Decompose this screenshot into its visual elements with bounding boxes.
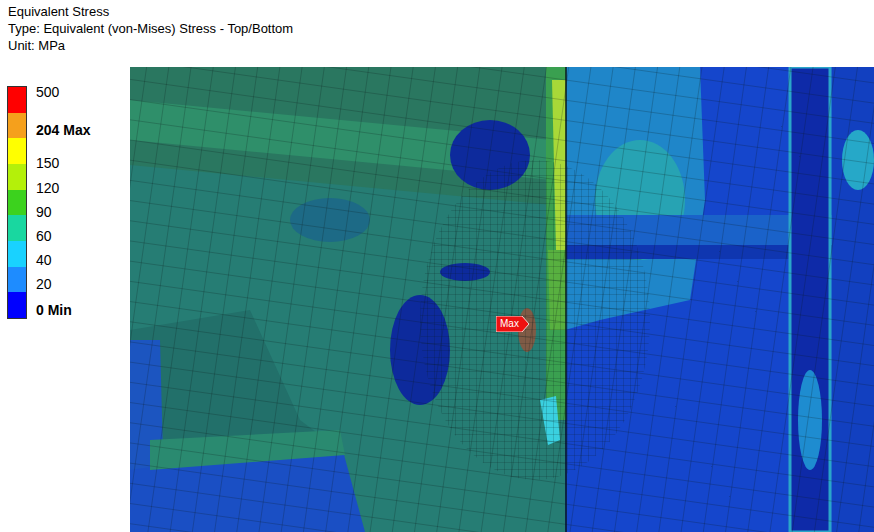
legend-value: 90 — [36, 204, 52, 220]
legend-swatch — [8, 292, 26, 318]
legend-swatch — [8, 138, 26, 164]
legend-swatch — [8, 164, 26, 190]
plot-label: Unit: MPa — [8, 38, 65, 53]
plot-label: Type: Equivalent (von-Mises) Stress - To… — [8, 21, 293, 36]
legend-swatch — [8, 87, 26, 113]
legend-swatch — [8, 267, 26, 293]
plot-title: Equivalent Stress — [8, 4, 109, 19]
legend-border — [7, 86, 27, 319]
legend-swatch — [8, 215, 26, 241]
legend-value: 0 Min — [36, 302, 72, 318]
legend-value: 204 Max — [36, 122, 90, 138]
max-probe-tag: Max — [496, 316, 529, 332]
legend-value: 20 — [36, 276, 52, 292]
contour-plot — [130, 67, 874, 532]
legend-swatch — [8, 241, 26, 267]
tag-text: Max — [496, 316, 529, 332]
legend-value: 150 — [36, 155, 59, 171]
legend-value: 60 — [36, 228, 52, 244]
legend-swatch — [8, 190, 26, 216]
legend-value: 120 — [36, 180, 59, 196]
legend-value: 500 — [36, 84, 59, 100]
legend-swatch — [8, 113, 26, 139]
legend-value: 40 — [36, 252, 52, 268]
